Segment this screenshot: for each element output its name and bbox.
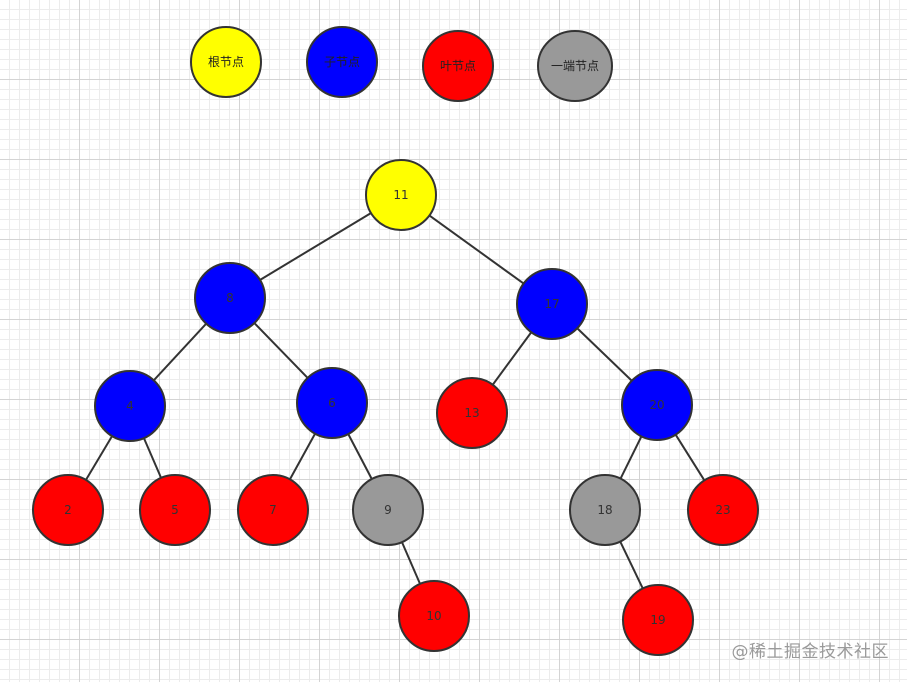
edge-n6-n7 (288, 431, 317, 482)
node-label: 20 (649, 398, 664, 412)
legend: 根节点 子节点 叶节点 一端节点 (190, 26, 613, 102)
node-circle-leaf (139, 474, 211, 546)
edge-n8-n4 (151, 321, 209, 383)
edge-n4-n2 (84, 433, 114, 483)
node-circle-root (365, 159, 437, 231)
legend-item-child: 子节点 (306, 26, 378, 98)
node-label: 19 (650, 613, 665, 627)
tree-node-11: 11 (365, 159, 437, 231)
tree-node-18: 18 (569, 474, 641, 546)
node-circle-child (94, 370, 166, 442)
node-label: 6 (328, 396, 336, 410)
node-circle-child (621, 369, 693, 441)
legend-swatch-root (190, 26, 262, 98)
node-label: 17 (544, 297, 559, 311)
tree-node-4: 4 (94, 370, 166, 442)
tree-node-6: 6 (296, 367, 368, 439)
legend-item-leaf: 叶节点 (422, 30, 494, 102)
tree-node-20: 20 (621, 369, 693, 441)
legend-label-leaf: 叶节点 (440, 59, 476, 73)
tree-node-7: 7 (237, 474, 309, 546)
node-circle-leaf (398, 580, 470, 652)
edge-n9-n10 (400, 539, 422, 587)
edge-n17-n13 (490, 330, 534, 387)
tree-node-9: 9 (352, 474, 424, 546)
legend-label-root: 根节点 (208, 55, 244, 69)
legend-swatch-child (306, 26, 378, 98)
node-label: 13 (464, 406, 479, 420)
tree-node-5: 5 (139, 474, 211, 546)
node-circle-leaf (237, 474, 309, 546)
edge-n4-n5 (142, 435, 163, 481)
legend-swatch-one_end (537, 30, 613, 102)
node-label: 10 (426, 609, 441, 623)
node-label: 9 (384, 503, 392, 517)
node-label: 2 (64, 503, 72, 517)
edge-n20-n18 (618, 434, 644, 481)
node-circle-one_end (569, 474, 641, 546)
edge-n11-n8 (257, 211, 374, 282)
node-label: 23 (715, 503, 730, 517)
tree-node-13: 13 (436, 377, 508, 449)
node-circle-one_end (352, 474, 424, 546)
tree-node-17: 17 (516, 268, 588, 340)
tree-node-10: 10 (398, 580, 470, 652)
node-label: 7 (269, 503, 277, 517)
tree-node-8: 8 (194, 262, 266, 334)
edge-n8-n6 (252, 320, 310, 381)
node-label: 11 (393, 188, 408, 202)
tree-edges (84, 211, 707, 591)
node-circle-child (296, 367, 368, 439)
node-circle-leaf (687, 474, 759, 546)
watermark-text: @稀土掘金技术社区 (731, 642, 889, 662)
legend-item-one_end: 一端节点 (537, 30, 613, 102)
edge-n20-n23 (673, 432, 707, 483)
edge-n11-n17 (427, 213, 526, 286)
node-circle-leaf (436, 377, 508, 449)
legend-label-child: 子节点 (324, 55, 360, 69)
node-circle-child (194, 262, 266, 334)
node-circle-child (516, 268, 588, 340)
node-label: 8 (226, 291, 234, 305)
legend-item-root: 根节点 (190, 26, 262, 98)
node-circle-leaf (622, 584, 694, 656)
edge-n6-n9 (346, 431, 374, 482)
tree-nodes: 11 8 17 4 6 13 20 2 5 7 9 18 23 10 19 (32, 159, 759, 656)
edge-n17-n20 (575, 326, 634, 383)
tree-node-19: 19 (622, 584, 694, 656)
legend-swatch-leaf (422, 30, 494, 102)
legend-label-one_end: 一端节点 (551, 59, 599, 73)
node-label: 18 (597, 503, 612, 517)
tree-node-2: 2 (32, 474, 104, 546)
node-circle-leaf (32, 474, 104, 546)
edge-n18-n19 (618, 539, 645, 591)
node-label: 4 (126, 399, 134, 413)
node-label: 5 (171, 503, 179, 517)
tree-node-23: 23 (687, 474, 759, 546)
